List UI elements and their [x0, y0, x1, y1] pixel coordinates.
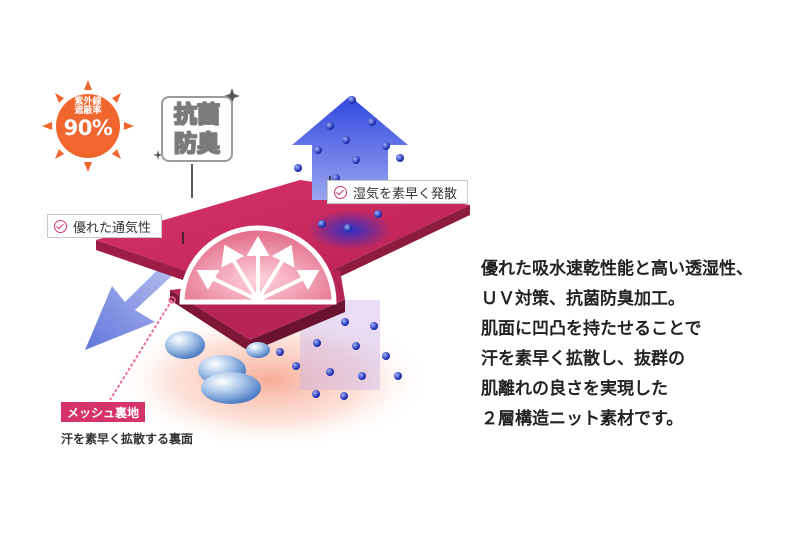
- description-line: 優れた吸水速乾性能と高い透湿性、: [481, 259, 753, 279]
- sparkle-icon: [153, 88, 240, 160]
- mesh-label: メッシュ裏地: [61, 402, 146, 422]
- uv-line1: 紫外線: [74, 97, 102, 107]
- description-line: 肌離れの良さを実現した: [481, 379, 668, 399]
- moisture-label: 湿気を素早く発散: [353, 186, 458, 202]
- antibacterial-line2: 防臭: [174, 131, 221, 158]
- description-line: ＵＶ対策、抗菌防臭加工。: [481, 289, 685, 309]
- uv-percent: 90%: [63, 115, 113, 140]
- mesh-description: 汗を素早く拡散する裏面: [61, 432, 194, 446]
- sun-icon: [42, 80, 134, 172]
- uv-line2: 遮蔽率: [74, 106, 102, 117]
- breathable-tag: 優れた通気性: [47, 214, 163, 238]
- description-line: 肌面に凹凸を持たせることで: [481, 319, 702, 339]
- antibacterial-line1: 抗菌: [174, 102, 221, 129]
- description-text: 優れた吸水速乾性能と高い透湿性、 ＵＶ対策、抗菌防臭加工。 肌面に凹凸を持たせる…: [481, 254, 791, 434]
- description-line: ２層構造ニット素材です。: [481, 409, 684, 429]
- uv-badge: 紫外線 遮蔽率 90%: [55, 97, 121, 140]
- description-line: 汗を素早く拡散し、抜群の: [481, 349, 685, 369]
- breathable-label: 優れた通気性: [73, 220, 152, 236]
- antibacterial-badge: 抗菌 防臭: [161, 96, 233, 162]
- check-circle-icon: [54, 219, 67, 233]
- moisture-tag: 湿気を素早く発散: [327, 180, 469, 204]
- check-circle-icon: [334, 185, 347, 199]
